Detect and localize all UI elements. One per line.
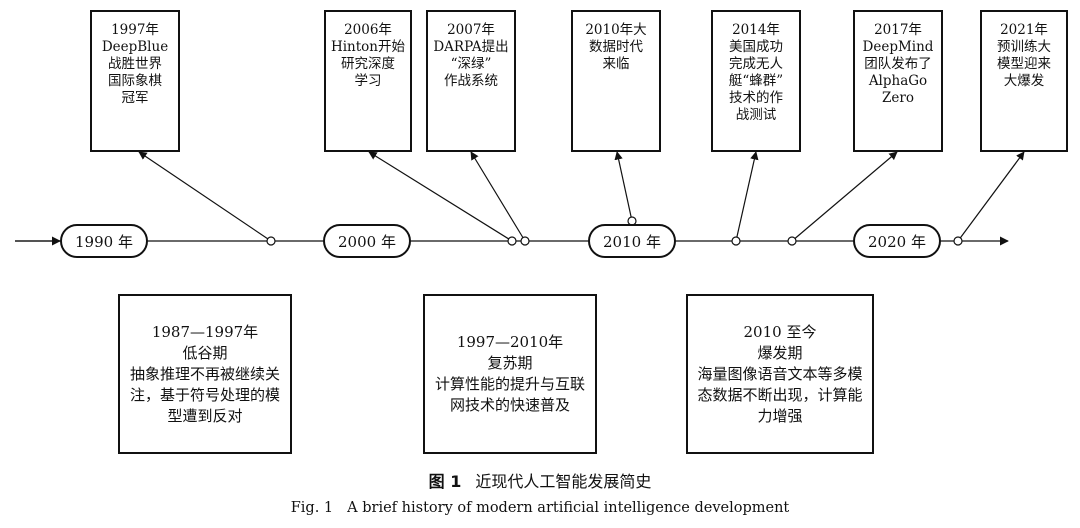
connector-2017 (791, 151, 898, 242)
event-dot-2014 (731, 236, 741, 246)
connector-2014 (735, 151, 759, 242)
event-box-2014-swarm: 2014年 美国成功 完成无人 艇“蜂群” 技术的作 战测试 (711, 10, 801, 152)
year-2010: 2010 年 (588, 224, 676, 258)
figure-title-zh: 近现代人工智能发展简史 (475, 472, 652, 491)
connector-1997 (138, 151, 272, 242)
figure-title-en: A brief history of modern artificial int… (347, 500, 790, 516)
figure-label-en: Fig. 1 (290, 500, 334, 516)
event-box-2007-darpa: 2007年 DARPA提出 “深绿” 作战系统 (426, 10, 516, 152)
event-box-1997-deepblue: 1997年 DeepBlue 战胜世界 国际象棋 冠军 (90, 10, 180, 152)
event-dot-2006 (507, 236, 517, 246)
connector-2006 (368, 151, 513, 242)
event-box-2010-bigdata: 2010年大 数据时代 来临 (571, 10, 661, 152)
period-recovery-text: 1997—2010年 复苏期 计算性能的提升与互联 网技术的快速普及 (434, 333, 585, 414)
figure-label-zh: 图 1 (428, 472, 462, 491)
period-box-trough: 1987—1997年 低谷期 抽象推理不再被继续关 注，基于符号处理的模 型遭到… (118, 294, 292, 454)
event-box-2017-alphago: 2017年 DeepMind 团队发布了 AlphaGo Zero (853, 10, 943, 152)
connector-2010 (614, 151, 633, 222)
period-box-boom: 2010 至今 爆发期 海量图像语音文本等多模 态数据不断出现，计算能 力增强 (686, 294, 874, 454)
connector-2007 (470, 151, 526, 242)
event-dot-2017 (787, 236, 797, 246)
connector-2021 (957, 151, 1025, 242)
year-1990: 1990 年 (60, 224, 148, 258)
event-dot-2007 (520, 236, 530, 246)
year-2020: 2020 年 (853, 224, 941, 258)
figure-caption-zh: 图 1 近现代人工智能发展简史 (0, 468, 1080, 492)
period-boom-text: 2010 至今 爆发期 海量图像语音文本等多模 态数据不断出现，计算能 力增强 (697, 322, 863, 425)
event-dot-1997 (266, 236, 276, 246)
event-dot-2021 (953, 236, 963, 246)
period-box-recovery: 1997—2010年 复苏期 计算性能的提升与互联 网技术的快速普及 (423, 294, 597, 454)
event-box-2006-hinton: 2006年 Hinton开始 研究深度 学习 (324, 10, 412, 152)
event-box-2021-pretrained: 2021年 预训练大 模型迎来 大爆发 (980, 10, 1068, 152)
period-trough-text: 1987—1997年 低谷期 抽象推理不再被继续关 注，基于符号处理的模 型遭到… (129, 322, 280, 425)
year-2000: 2000 年 (323, 224, 411, 258)
figure-caption-en: Fig. 1 A brief history of modern artifici… (0, 500, 1080, 516)
